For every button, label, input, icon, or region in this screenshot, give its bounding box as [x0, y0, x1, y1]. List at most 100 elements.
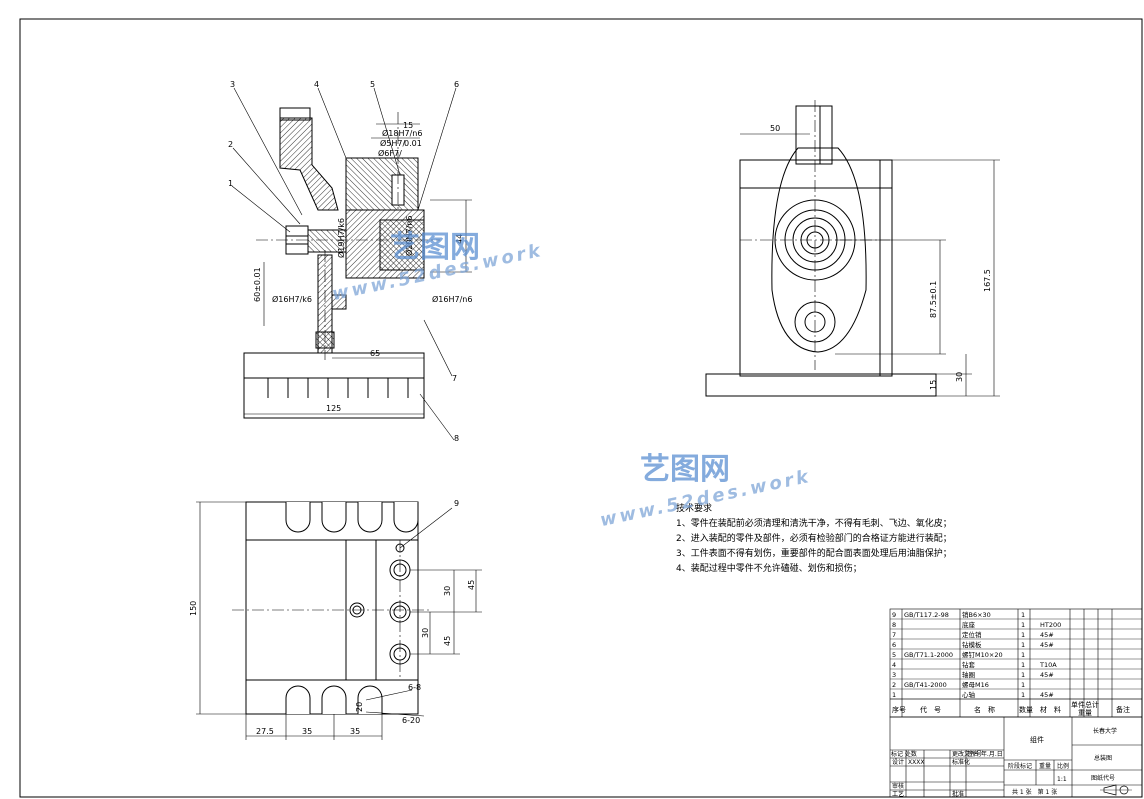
bom-cell-no: 8: [892, 621, 896, 629]
bom-cell-name: 心轴: [962, 690, 976, 699]
bom-cell-mat: T10A: [1039, 661, 1057, 669]
dim-167-5: 167.5: [983, 269, 992, 292]
bom-header-remark: 备注: [1116, 705, 1130, 714]
bom-cell-qty: 1: [1021, 641, 1025, 649]
dim-125: 125: [326, 404, 341, 413]
dim-fit-top2: Ø5H7/: [380, 138, 405, 148]
tb-scale-label: 比例: [1057, 762, 1069, 770]
bom-cell-no: 7: [892, 631, 896, 639]
bom-cell-name: 底座: [962, 620, 976, 629]
callout-8: 8: [454, 434, 459, 443]
tb-approve: 批准: [952, 790, 964, 798]
tb-weight: 重量: [1039, 762, 1051, 770]
bom-cell-no: 9: [892, 611, 896, 619]
top-dimensions: [196, 501, 482, 740]
dim-60: 60±0.01: [253, 267, 262, 302]
tb-design-name: XXXX: [908, 759, 924, 766]
bom-cell-qty: 1: [1021, 631, 1025, 639]
tb-design: 设计: [892, 758, 904, 766]
bom-cell-no: 5: [892, 651, 896, 659]
bom-cell-qty: 1: [1021, 681, 1025, 689]
dim-44: 44: [455, 234, 464, 244]
bom-cell-mat: 45#: [1040, 631, 1054, 639]
bom-cell-no: 4: [892, 661, 896, 669]
tb-number: 图纸代号: [1091, 774, 1115, 782]
side-dimensions: [740, 133, 1000, 397]
sheet-border: [19, 18, 1143, 798]
title-block-texts: 长春大学 组件 总装图 阶段标记 重量 比例 1:1 图纸代号 共 1 张 第 …: [891, 727, 1117, 798]
tech-item-4: 4、装配过程中零件不允许磕碰、划伤和损伤；: [676, 564, 862, 574]
bom-cell-no: 3: [892, 671, 896, 679]
bom-cell-mat: 45#: [1040, 691, 1054, 699]
front-dim-texts: 15 Ø18H7/n6 Ø5H7/ 0.01 Ø6F7/ Ø19H7/k6 Ø2…: [253, 121, 472, 413]
tb-sheet: 共 1 张 第 1 张: [1012, 788, 1057, 796]
dim-30-b: 30: [421, 628, 430, 638]
top-dim-texts: 9 150 45 30 30 45 20 6-8 6-20 27.5 35 35: [189, 499, 476, 736]
bom-cell-qty: 1: [1021, 671, 1025, 679]
bom-cell-name: 螺母M16: [962, 680, 989, 689]
bom-cell-no: 2: [892, 681, 896, 689]
tb-stage: 阶段标记: [1008, 762, 1032, 770]
tb-marks: 标记 处数: [891, 750, 917, 758]
dim-15: 15: [403, 121, 413, 130]
callout-6: 6: [454, 80, 459, 89]
dim-20: 20: [355, 702, 364, 712]
tb-craft: 工艺: [892, 790, 904, 798]
dim-fit-right: Ø20H7/n6: [404, 216, 414, 256]
front-callouts: 1 2 3 4 5 6 7 8: [228, 80, 459, 443]
top-view: [232, 501, 430, 715]
bom-cell-qty: 1: [1021, 621, 1025, 629]
bom-header-unit: 单件: [1071, 700, 1085, 709]
bom-cell-name: 销B6×30: [962, 610, 991, 619]
bom-header-mat: 材 料: [1040, 705, 1061, 714]
front-dimensions: [231, 87, 472, 441]
dim-30-a: 30: [443, 586, 452, 596]
bom-table: [889, 608, 1143, 718]
tb-change: 更改文件号: [952, 750, 982, 758]
tech-item-2: 2、进入装配的零件及部件，必须有检验部门的合格证方能进行装配；: [676, 534, 952, 544]
tb-std: 标准化: [952, 758, 970, 766]
tb-scale: 1:1: [1057, 776, 1067, 783]
side-view: [705, 100, 937, 397]
tb-check: 审核: [892, 782, 904, 790]
dim-fit-br: Ø16H7/n6: [432, 294, 472, 304]
dim-6-8: 6-8: [408, 683, 421, 692]
dim-6-20: 6-20: [402, 716, 420, 725]
tech-item-1: 1、零件在装配前必须清理和清洗干净，不得有毛刺、飞边、氧化皮；: [676, 519, 952, 529]
bom-header-name: 名 称: [974, 705, 995, 714]
tb-drawing: 总装图: [1094, 754, 1112, 762]
bom-cell-code: GB/T71.1-2000: [904, 651, 953, 659]
bom-cell-mat: 45#: [1040, 671, 1054, 679]
dim-150: 150: [189, 601, 198, 616]
dim-fit-left: Ø19H7/k6: [336, 218, 346, 258]
dim-27-5: 27.5: [256, 727, 274, 736]
dim-45-a: 45: [467, 580, 476, 590]
tech-title: 技术要求: [676, 504, 713, 514]
bom-cell-mat: HT200: [1040, 621, 1061, 629]
bom-header-total: 总计: [1085, 700, 1099, 709]
dim-fit-inner: Ø6F7/: [378, 148, 402, 158]
projection-symbol: [1100, 784, 1132, 796]
dim-50: 50: [770, 124, 780, 133]
bom-cell-qty: 1: [1021, 651, 1025, 659]
bom-cell-name: 螺钉M10×20: [962, 650, 1003, 659]
side-dim-texts: 50 87.5±0.1 167.5 30 15: [770, 124, 992, 390]
dim-30: 30: [955, 372, 964, 382]
dim-0-01: 0.01: [404, 139, 422, 148]
title-block: [889, 716, 1143, 798]
dim-35-b: 35: [350, 727, 360, 736]
tb-part: 组件: [1030, 735, 1044, 744]
bom-cell-code: GB/T117.2-98: [904, 611, 949, 619]
dim-15-side: 15: [929, 380, 938, 390]
dim-35-a: 35: [302, 727, 312, 736]
dim-87-5: 87.5±0.1: [929, 281, 938, 318]
bom-header-code: 代 号: [920, 705, 941, 714]
technical-requirements: 技术要求 1、零件在装配前必须清理和清洗干净，不得有毛刺、飞边、氧化皮； 2、进…: [676, 501, 952, 576]
bom-header-no: 序号: [892, 705, 906, 714]
callout-3: 3: [230, 80, 235, 89]
bom-cell-name: 定位销: [962, 630, 982, 639]
bom-cell-qty: 1: [1021, 661, 1025, 669]
bom-cell-no: 1: [892, 691, 896, 699]
